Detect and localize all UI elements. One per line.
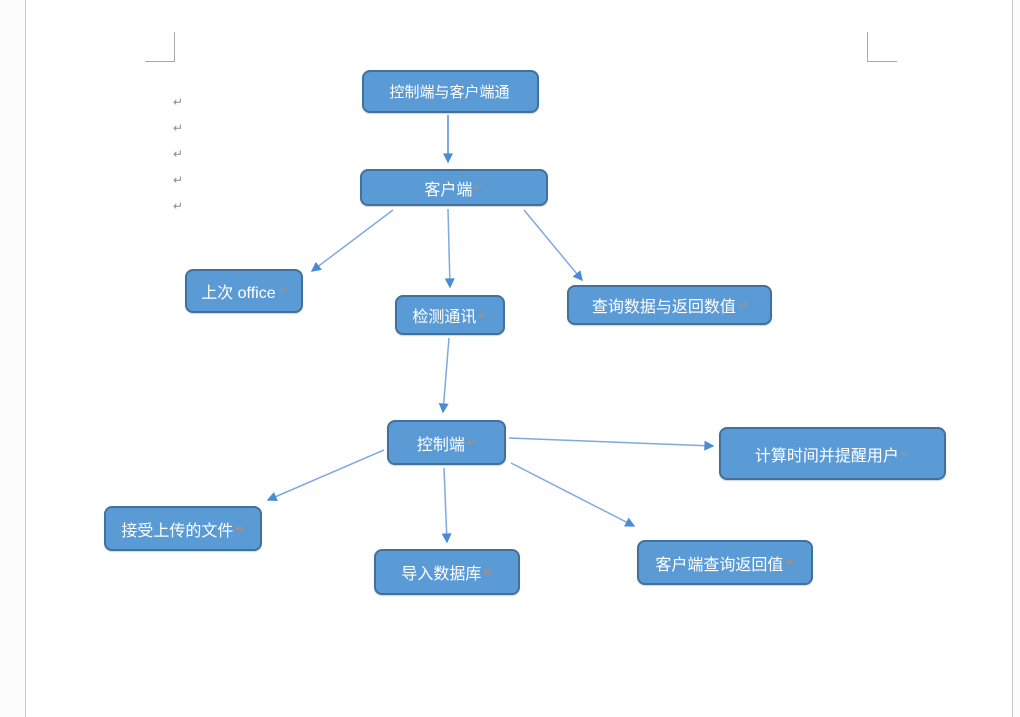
node-label: 控制端与客户端通 [389,84,510,101]
return-mark-icon: ↵ [785,557,795,569]
node-label: 接受上传的文件 [121,522,234,540]
return-mark-icon: ↵ [737,299,748,312]
node-label: 客户端查询返回值 [655,556,784,574]
return-mark-icon: ↵ [900,448,911,460]
return-mark-icon: ↵ [478,309,488,322]
node-label: 查询数据与返回数值 [591,299,736,316]
connector-client-to-query-data[interactable] [523,209,583,282]
node-label: 导入数据库 [401,566,482,583]
node-control-client-comm[interactable]: 控制端与客户端通 [362,70,539,113]
node-calc-time-remind-user[interactable]: 计算时间并提醒用户↵ [719,427,946,480]
node-detect-comm[interactable]: 检测通讯↵ [395,295,505,335]
node-label: 上次 office [201,285,276,302]
node-label: 控制端 [416,436,465,454]
margin-crop-topright-horizontal [867,61,897,62]
node-client[interactable]: 客户端↵ [360,169,548,206]
page-outside-right [1013,0,1020,717]
connector-client-to-detect[interactable] [444,208,455,289]
connector-client-to-last-office[interactable] [310,209,394,272]
node-import-database[interactable]: 导入数据库↵ [374,549,520,595]
connector-control-to-calc-time[interactable] [508,437,715,451]
node-control[interactable]: 控制端↵ [387,420,506,465]
return-mark-icon: ↵ [235,523,245,535]
node-label: 客户端 [424,181,473,199]
node-client-query-return[interactable]: 客户端查询返回值↵ [637,540,813,585]
paragraph-mark-icon: ↵ [173,121,184,135]
node-label: 检测通讯 [412,309,477,326]
page-left-edge-line [25,0,26,717]
node-query-return-data[interactable]: 查询数据与返回数值↵ [567,285,772,325]
page-outside-left [0,0,25,717]
node-last-office[interactable]: 上次 office↵ [185,269,303,313]
margin-crop-topright-vertical [867,32,868,62]
paragraph-mark-icon: ↵ [173,147,184,161]
return-mark-icon: ↵ [474,182,484,194]
connector-control-to-import-db[interactable] [441,467,452,544]
margin-crop-topleft-horizontal [145,61,175,62]
margin-crop-topleft-vertical [174,32,175,62]
connector-detect-to-control[interactable] [438,337,450,414]
node-label: 计算时间并提醒用户 [754,447,899,465]
node-receive-uploaded-files[interactable]: 接受上传的文件↵ [104,506,262,551]
return-mark-icon: ↵ [466,437,477,449]
paragraph-mark-icon: ↵ [173,199,184,213]
paragraph-mark-icon: ↵ [173,95,184,109]
connector-control-to-client-query[interactable] [510,462,636,527]
page-right-edge-line [1012,0,1013,717]
return-mark-icon: ↵ [277,285,287,298]
paragraph-mark-icon: ↵ [173,173,184,187]
return-mark-icon: ↵ [483,566,493,579]
connector-control-to-receive-files[interactable] [266,449,385,502]
